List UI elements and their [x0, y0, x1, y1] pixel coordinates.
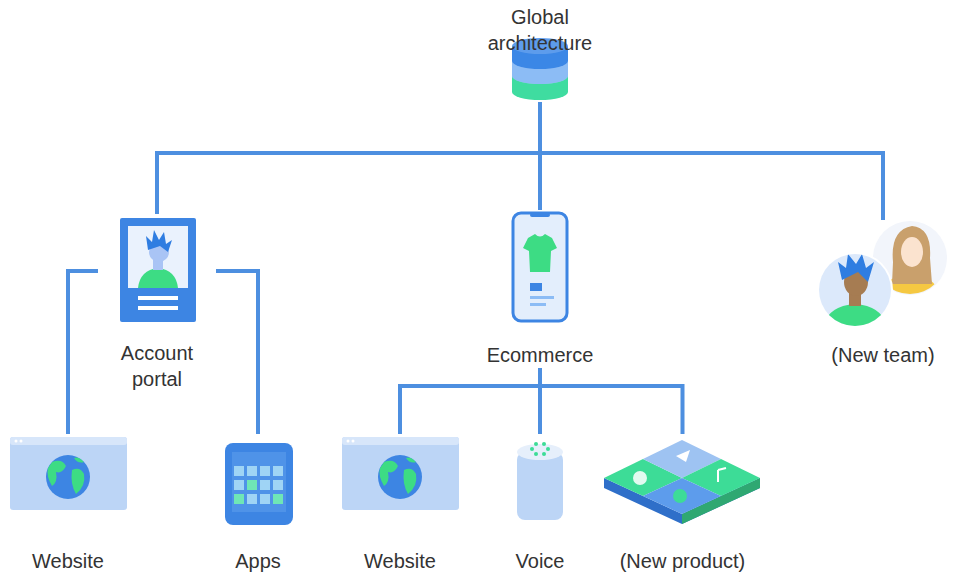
node-label: Website — [362, 548, 438, 574]
tree-connector — [540, 368, 683, 434]
shop-phone-icon — [513, 213, 567, 321]
icon-node: Voice — [500, 434, 580, 574]
icon-node: Global architecture — [463, 4, 617, 102]
node-label: (New product) — [618, 548, 748, 574]
node-label: Ecommerce — [485, 342, 596, 368]
voice-speaker-icon — [517, 442, 563, 520]
team-icon — [817, 221, 947, 330]
icon-node: Ecommerce — [465, 210, 615, 368]
tree-connector — [216, 271, 258, 434]
node-label: Voice — [514, 548, 567, 574]
website-icon — [10, 437, 127, 510]
node-label: Account portal — [98, 340, 216, 392]
website-icon — [342, 437, 459, 510]
tree-connector — [400, 368, 540, 434]
tree-connector — [68, 271, 98, 434]
tree-connector — [540, 102, 883, 220]
icon-node: Account portal — [98, 214, 216, 392]
icon-node: (New product) — [600, 434, 765, 574]
account-card-icon — [120, 218, 196, 322]
icon-node: Website — [340, 434, 460, 574]
apps-phone-icon — [225, 443, 293, 525]
icon-node: Apps — [214, 434, 302, 574]
tree-connector — [157, 102, 540, 214]
icon-node: (New team) — [815, 220, 951, 368]
node-label: Apps — [233, 548, 283, 574]
node-label: Global architecture — [463, 4, 617, 56]
icon-node: Website — [4, 434, 132, 574]
product-tiles-icon — [604, 440, 760, 524]
node-label: Website — [30, 548, 106, 574]
node-label: (New team) — [829, 342, 936, 368]
